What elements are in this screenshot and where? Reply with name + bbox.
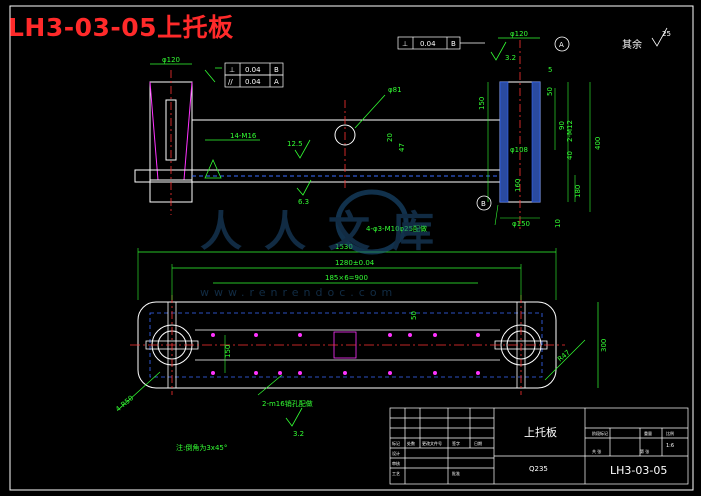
material: Q235: [529, 465, 548, 473]
dim-1280: 1280±0.04: [335, 259, 375, 267]
roughness-rest-value: 25: [662, 30, 671, 38]
dim-150-mid: 150: [224, 345, 232, 358]
tol1-ref: B: [274, 66, 279, 74]
drawing-number: LH3-03-05: [610, 464, 667, 477]
watermark-url: www.renrendoc.com: [200, 286, 397, 299]
tol2-ref: A: [274, 78, 279, 86]
dim-10: 10: [554, 219, 562, 228]
dim-14m16: 14-M16: [230, 132, 257, 140]
front-view: [134, 27, 668, 230]
tb-label-1: 处数: [407, 440, 415, 446]
datum-b-label: B: [481, 200, 486, 208]
plan-view: [117, 248, 599, 427]
tb-label-3: 签字: [452, 440, 460, 446]
tb-label-13: 第 张: [640, 448, 649, 454]
dim-3-2-bottom: 3.2: [293, 430, 304, 438]
dim-180: 180: [574, 185, 582, 198]
tol-top-value: 0.04: [420, 40, 436, 48]
hole-row: [211, 333, 480, 375]
dim-185x6: 185×6=900: [325, 274, 368, 282]
tb-label-8: 批准: [452, 470, 460, 476]
tb-label-6: 审核: [392, 460, 400, 466]
dim-20: 20: [386, 133, 394, 142]
dim-3-2-top: 3.2: [505, 54, 516, 62]
tol1-value: 0.04: [245, 66, 261, 74]
dim-d108: φ108: [510, 146, 528, 154]
dim-47: 47: [398, 143, 406, 152]
chamfer-note: 注:倒角为3x45°: [176, 443, 227, 452]
tb-label-9: 阶段标记: [592, 430, 608, 436]
tb-label-11: 比例: [666, 430, 674, 436]
holes-note: 4-φ3-M10φ25配做: [366, 224, 427, 233]
tb-label-0: 标记: [392, 440, 400, 446]
dim-2m16-note: 2-m16销孔配做: [262, 399, 313, 408]
dim-d81: φ81: [388, 86, 402, 94]
roughness-rest-label: 其余: [622, 38, 642, 51]
dim-400: 400: [594, 137, 602, 150]
tb-label-4: 日期: [474, 440, 482, 446]
tb-label-2: 更改文件号: [422, 440, 442, 446]
dim-150-right: 150: [478, 97, 486, 110]
dim-d150-bottom: φ150: [512, 220, 530, 228]
watermark: 人人文库 www.renrendoc.com: [200, 189, 456, 299]
dim-1530: 1530: [335, 243, 353, 251]
tol2-symbol: //: [228, 78, 233, 86]
title-block: [389, 407, 689, 485]
dim-90: 90: [558, 121, 566, 130]
dim-5: 5: [548, 66, 552, 74]
dim-300: 300: [600, 339, 608, 352]
scale-value: 1:6: [666, 443, 674, 449]
dim-r6-3: 6.3: [298, 198, 309, 206]
dim-d120-right: φ120: [510, 30, 528, 38]
tb-label-10: 重量: [644, 430, 652, 436]
dim-40: 40: [566, 151, 574, 160]
part-name: 上托板: [524, 425, 557, 439]
datum-a-label: A: [559, 41, 564, 49]
tb-label-12: 共 张: [592, 448, 601, 454]
dim-r12-5: 12.5: [287, 140, 303, 148]
tol-top-ref: B: [451, 40, 456, 48]
dim-160: 160: [514, 179, 522, 192]
dim-50: 50: [546, 87, 554, 96]
dim-50-mid: 50: [410, 311, 418, 320]
tol-top-symbol: ⊥: [402, 40, 408, 48]
watermark-text: 人人文库: [200, 207, 456, 256]
dim-4r50: 4-R50: [114, 394, 135, 413]
dim-d120-left: φ120: [162, 56, 180, 64]
tb-label-7: 工艺: [392, 471, 400, 476]
tol2-value: 0.04: [245, 78, 261, 86]
tol1-symbol: ⊥: [229, 66, 235, 74]
dim-2m12: 2-M12: [566, 120, 574, 142]
tb-label-5: 设计: [392, 450, 400, 456]
drawing-title: LH3-03-05上托板: [8, 13, 234, 42]
drawing-frame: [9, 5, 694, 491]
